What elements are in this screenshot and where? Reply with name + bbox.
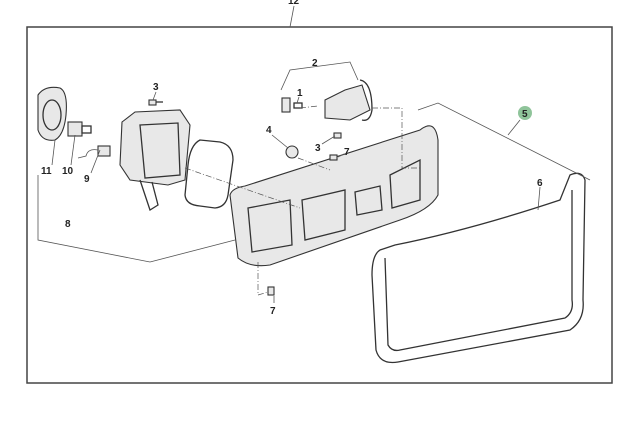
dash-line — [299, 105, 319, 109]
label-5-badge — [518, 106, 532, 120]
label-8: 8 — [65, 219, 71, 230]
leader-top — [289, 5, 295, 28]
leader-lines — [37, 91, 591, 303]
label-10: 10 — [62, 166, 74, 177]
label-3-left: 3 — [153, 82, 159, 93]
part-10-bulb — [67, 121, 92, 137]
label-3-right: 3 — [315, 143, 321, 154]
part-4-grommet — [285, 145, 299, 159]
part-3-screw-left — [148, 99, 163, 106]
part-9-bulb-wire — [77, 145, 111, 159]
dash-line — [184, 167, 301, 209]
label-7-lower: 7 — [270, 306, 276, 317]
dash-line — [372, 107, 420, 169]
front-grille-panel — [229, 125, 439, 267]
label-top: 12 — [288, 0, 300, 7]
headlamp-gasket — [184, 139, 234, 209]
label-4: 4 — [266, 125, 272, 136]
diagram-frame — [26, 26, 613, 384]
dash-line — [297, 157, 331, 171]
part-7-screw-lower — [267, 286, 275, 296]
label-1: 1 — [297, 88, 303, 99]
label-7-upper: 7 — [344, 147, 350, 158]
part-1-bulb-holder — [281, 97, 303, 113]
part-3-screw-right — [333, 132, 342, 139]
part-6-surround-trim — [371, 172, 586, 364]
dash-line — [257, 262, 269, 296]
part-11-bezel-ring — [37, 86, 67, 141]
label-5: 5 — [522, 109, 528, 120]
part-2-lamp-unit — [324, 79, 373, 121]
label-9: 9 — [84, 174, 90, 185]
label-11: 11 — [41, 166, 52, 177]
part-8-headlamp-housing — [119, 109, 191, 211]
part-7-screw-upper — [329, 154, 338, 161]
label-6: 6 — [537, 178, 543, 189]
label-2: 2 — [312, 58, 318, 69]
bracket-2 — [280, 61, 359, 91]
